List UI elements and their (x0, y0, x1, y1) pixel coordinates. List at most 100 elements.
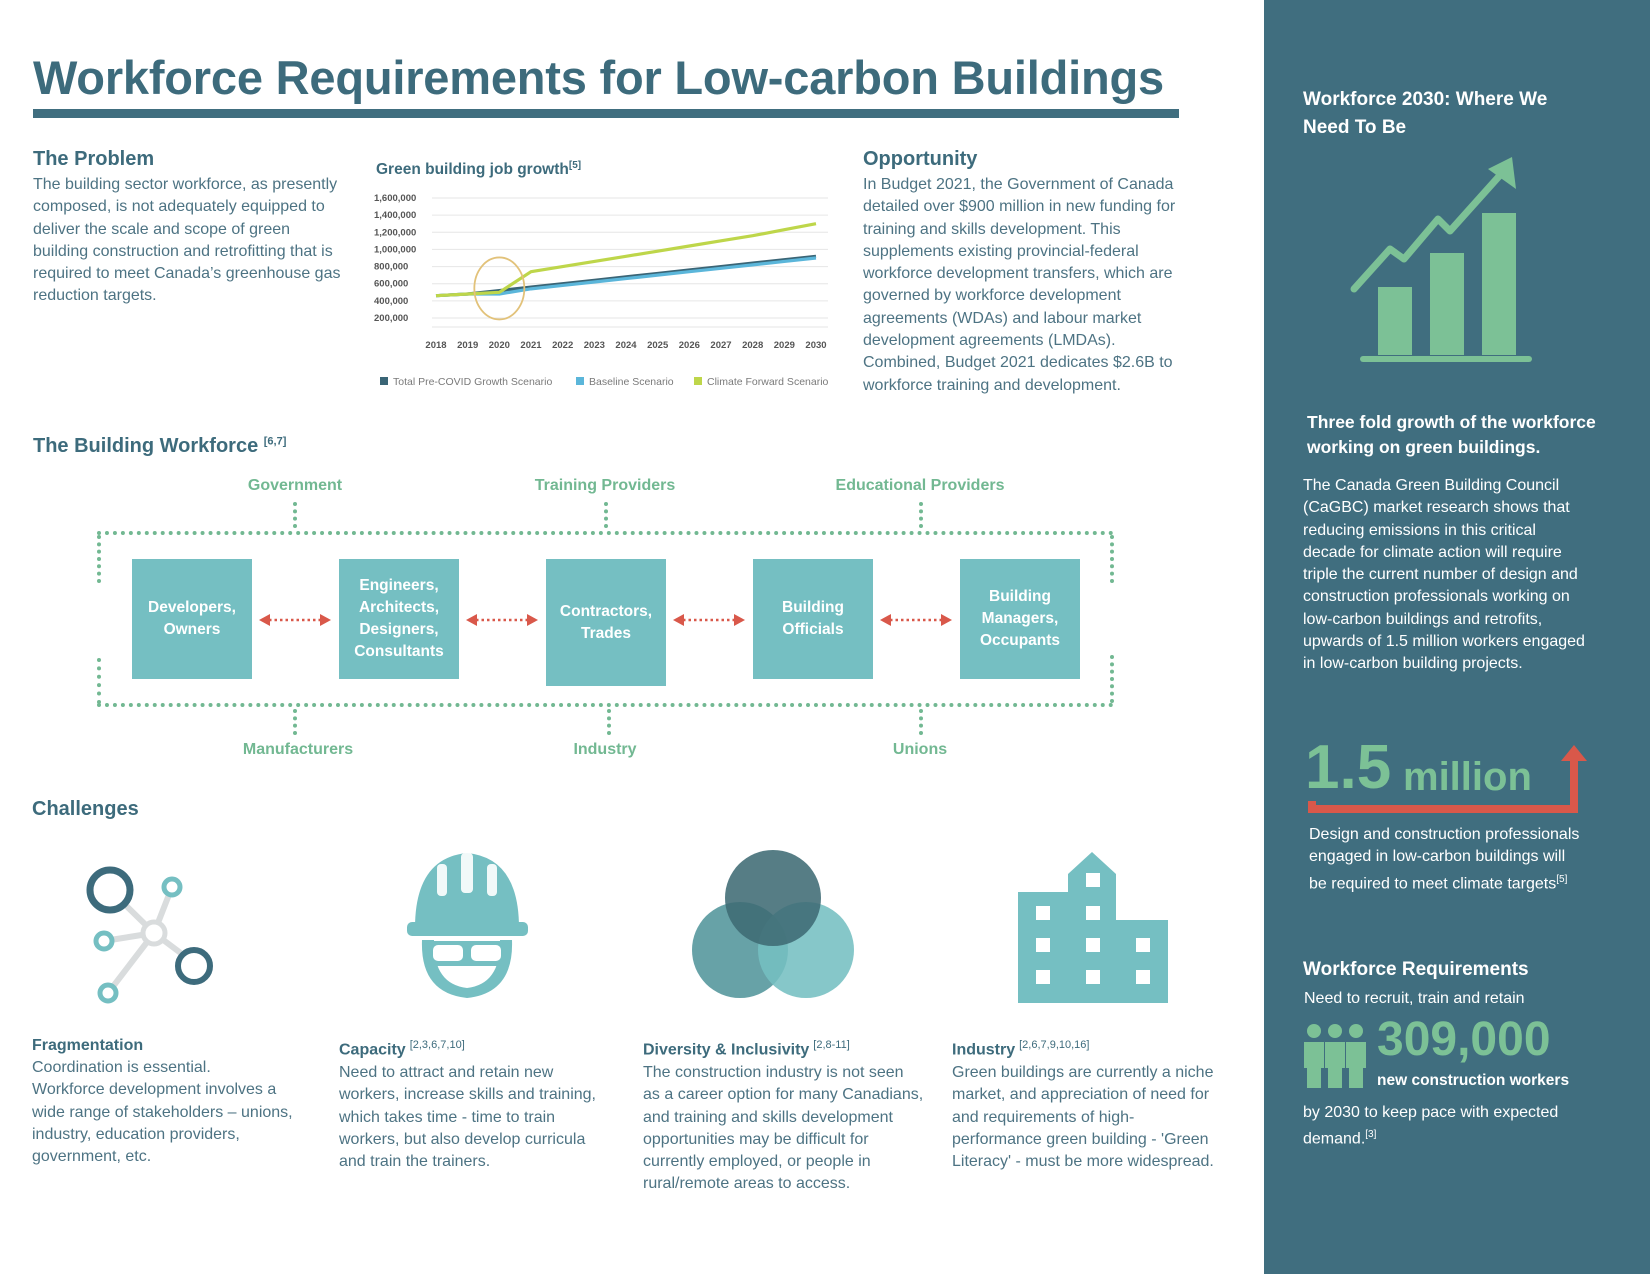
challenge-line: Green buildings are currently a niche (952, 1064, 1214, 1081)
challenge-ref: [2,3,6,7,10] (409, 1039, 465, 1051)
chart-title-text: Green building job growth (376, 161, 569, 179)
requirements-sub: Need to recruit, train and retain (1304, 990, 1525, 1007)
opportunity-line: development agreements (LMDAs). (863, 332, 1116, 350)
requirements-number: 309,000 (1377, 1013, 1551, 1066)
double-arrow-icon (259, 614, 331, 626)
challenges-heading: Challenges (32, 798, 139, 820)
opportunity-line: workforce development transfers, which a… (863, 265, 1173, 283)
requirements-tail-line: demand.[3] (1303, 1124, 1623, 1151)
challenge-line: Need to attract and retain new (339, 1064, 554, 1081)
title-underline (33, 109, 1179, 118)
opportunity-line: training and skills development. This (863, 220, 1121, 238)
building-icon (1018, 852, 1168, 1003)
challenge-ref: [2,8-11] (813, 1039, 850, 1051)
connector-dots (293, 502, 297, 528)
chart-x-tick-label: 2030 (805, 340, 826, 351)
role-developers-owners: Developers,Owners (132, 559, 252, 679)
challenge-line: and requirements of high- (952, 1108, 1135, 1126)
role-text: Engineers,Architects,Designers,Consultan… (339, 575, 459, 663)
chart-x-tick-label: 2029 (774, 340, 795, 351)
problem-line: reduction targets. (33, 287, 157, 305)
chart-x-tick-label: 2026 (679, 340, 700, 351)
threefold-line: construction professionals working on (1303, 588, 1570, 606)
role-text: Contractors,Trades (546, 601, 666, 645)
challenge-title-text: Capacity (339, 1041, 406, 1059)
main-content: Workforce Requirements for Low-carbon Bu… (32, 51, 1242, 1196)
frame-dots-left (97, 535, 101, 583)
challenge-line: and training and skills development (643, 1108, 893, 1126)
opportunity-line: agreements (WDAs) and labour market (863, 309, 1142, 327)
problem-line: The building sector workforce, as presen… (33, 176, 338, 193)
chart-x-tick-label: 2022 (552, 340, 573, 351)
challenge-line: opportunities may be difficult for (643, 1130, 869, 1148)
requirements-unit: new construction workers (1377, 1072, 1570, 1089)
opportunity-line: detailed over $900 million in new fundin… (863, 198, 1176, 216)
stat-text: Design and construction professionals en… (1309, 824, 1639, 895)
role-line: Managers, (981, 610, 1059, 627)
stakeholder-training-providers: Training Providers (534, 477, 676, 494)
threefold-line: decade for climate action will require (1303, 543, 1562, 561)
opportunity-heading: Opportunity (863, 148, 978, 170)
challenge-title-fragmentation: Fragmentation (32, 1037, 144, 1054)
threefold-line: reducing emissions in this critical (1303, 521, 1536, 539)
requirements-tail: by 2030 to keep pace with expected deman… (1303, 1102, 1623, 1151)
challenge-text-diversity: The construction industry is not seen as… (643, 1062, 943, 1196)
chart-legend-swatch (694, 377, 702, 385)
problem-line: required to meet Canada’s greenhouse gas (33, 265, 341, 283)
challenge-text-industry: Green buildings are currently a niche ma… (952, 1062, 1242, 1173)
chart-x-tick-label: 2024 (615, 340, 637, 351)
requirements-heading: Workforce Requirements (1303, 959, 1529, 980)
challenge-title-capacity: Capacity[2,3,6,7,10] (339, 1039, 465, 1059)
role-line: Trades (581, 624, 631, 642)
chart-legend-swatch (380, 377, 388, 385)
problem-line: building construction and retrofitting t… (33, 242, 333, 260)
stat-ref: [5] (1556, 873, 1568, 885)
frame-dots-top (97, 531, 1114, 535)
challenge-text-capacity: Need to attract and retain new workers, … (339, 1062, 629, 1173)
opportunity-line: In Budget 2021, the Government of Canada (863, 176, 1174, 193)
role-contractors-trades: Contractors,Trades (546, 559, 666, 686)
stakeholder-educational-providers: Educational Providers (835, 477, 1005, 494)
challenge-line: workers, increase skills and training, (339, 1086, 596, 1104)
challenge-text-fragmentation: Coordination is essential. Workforce dev… (32, 1057, 332, 1168)
chart-legend-swatch (576, 377, 584, 385)
venn-diagram-icon (692, 850, 854, 998)
network-icon (86, 866, 213, 1004)
workforce-heading: The Building Workforce [6,7] (33, 435, 286, 458)
challenge-line: as a career option for many Canadians, (643, 1086, 924, 1104)
threefold-line: in low-carbon building projects. (1303, 655, 1523, 673)
chart-legend-label: Climate Forward Scenario (707, 376, 829, 388)
challenge-title-industry: Industry[2,6,7,9,10,16] (952, 1039, 1089, 1059)
role-line: Occupants (979, 632, 1061, 649)
double-arrow-icon (673, 614, 745, 626)
threefold-heading: Three fold growth of the workforce worki… (1307, 410, 1596, 460)
stat-line: engaged in low-carbon buildings will (1309, 848, 1566, 866)
role-line: Officials (782, 621, 844, 638)
chart-series-line (435, 254, 817, 298)
chart-y-tick-label: 1,200,000 (374, 227, 416, 238)
challenge-line: Literacy' - must be more widespread. (952, 1153, 1214, 1171)
opportunity-line: supplements existing provincial-federal (863, 242, 1139, 260)
chart-y-tick-label: 1,000,000 (374, 244, 416, 255)
challenge-line: market, and appreciation of need for (952, 1086, 1210, 1104)
problem-heading: The Problem (33, 148, 155, 170)
chart-y-tick-label: 1,600,000 (374, 193, 416, 204)
workforce-heading-text: The Building Workforce (33, 435, 259, 457)
challenge-line: rural/remote areas to access. (643, 1175, 851, 1193)
frame-dots-right (1110, 655, 1114, 703)
opportunity-text: In Budget 2021, the Government of Canada… (863, 174, 1203, 397)
chart-y-tick-label: 1,400,000 (374, 210, 416, 221)
challenge-title-text: Industry (952, 1041, 1016, 1059)
threefold-line: (CaGBC) market research shows that (1303, 499, 1570, 517)
frame-dots-right (1110, 535, 1114, 583)
problem-line: deliver the scale and scope of green (33, 220, 291, 238)
connector-dots (919, 502, 923, 528)
role-line: Building (989, 588, 1051, 605)
threefold-line: triple the current number of design and (1303, 566, 1578, 584)
connector-dots (604, 502, 608, 528)
bar-chart-growth-icon (1350, 157, 1532, 362)
threefold-text: The Canada Green Building Council (CaGBC… (1303, 475, 1633, 676)
threefold-line: low-carbon buildings and retrofits, (1303, 610, 1543, 628)
